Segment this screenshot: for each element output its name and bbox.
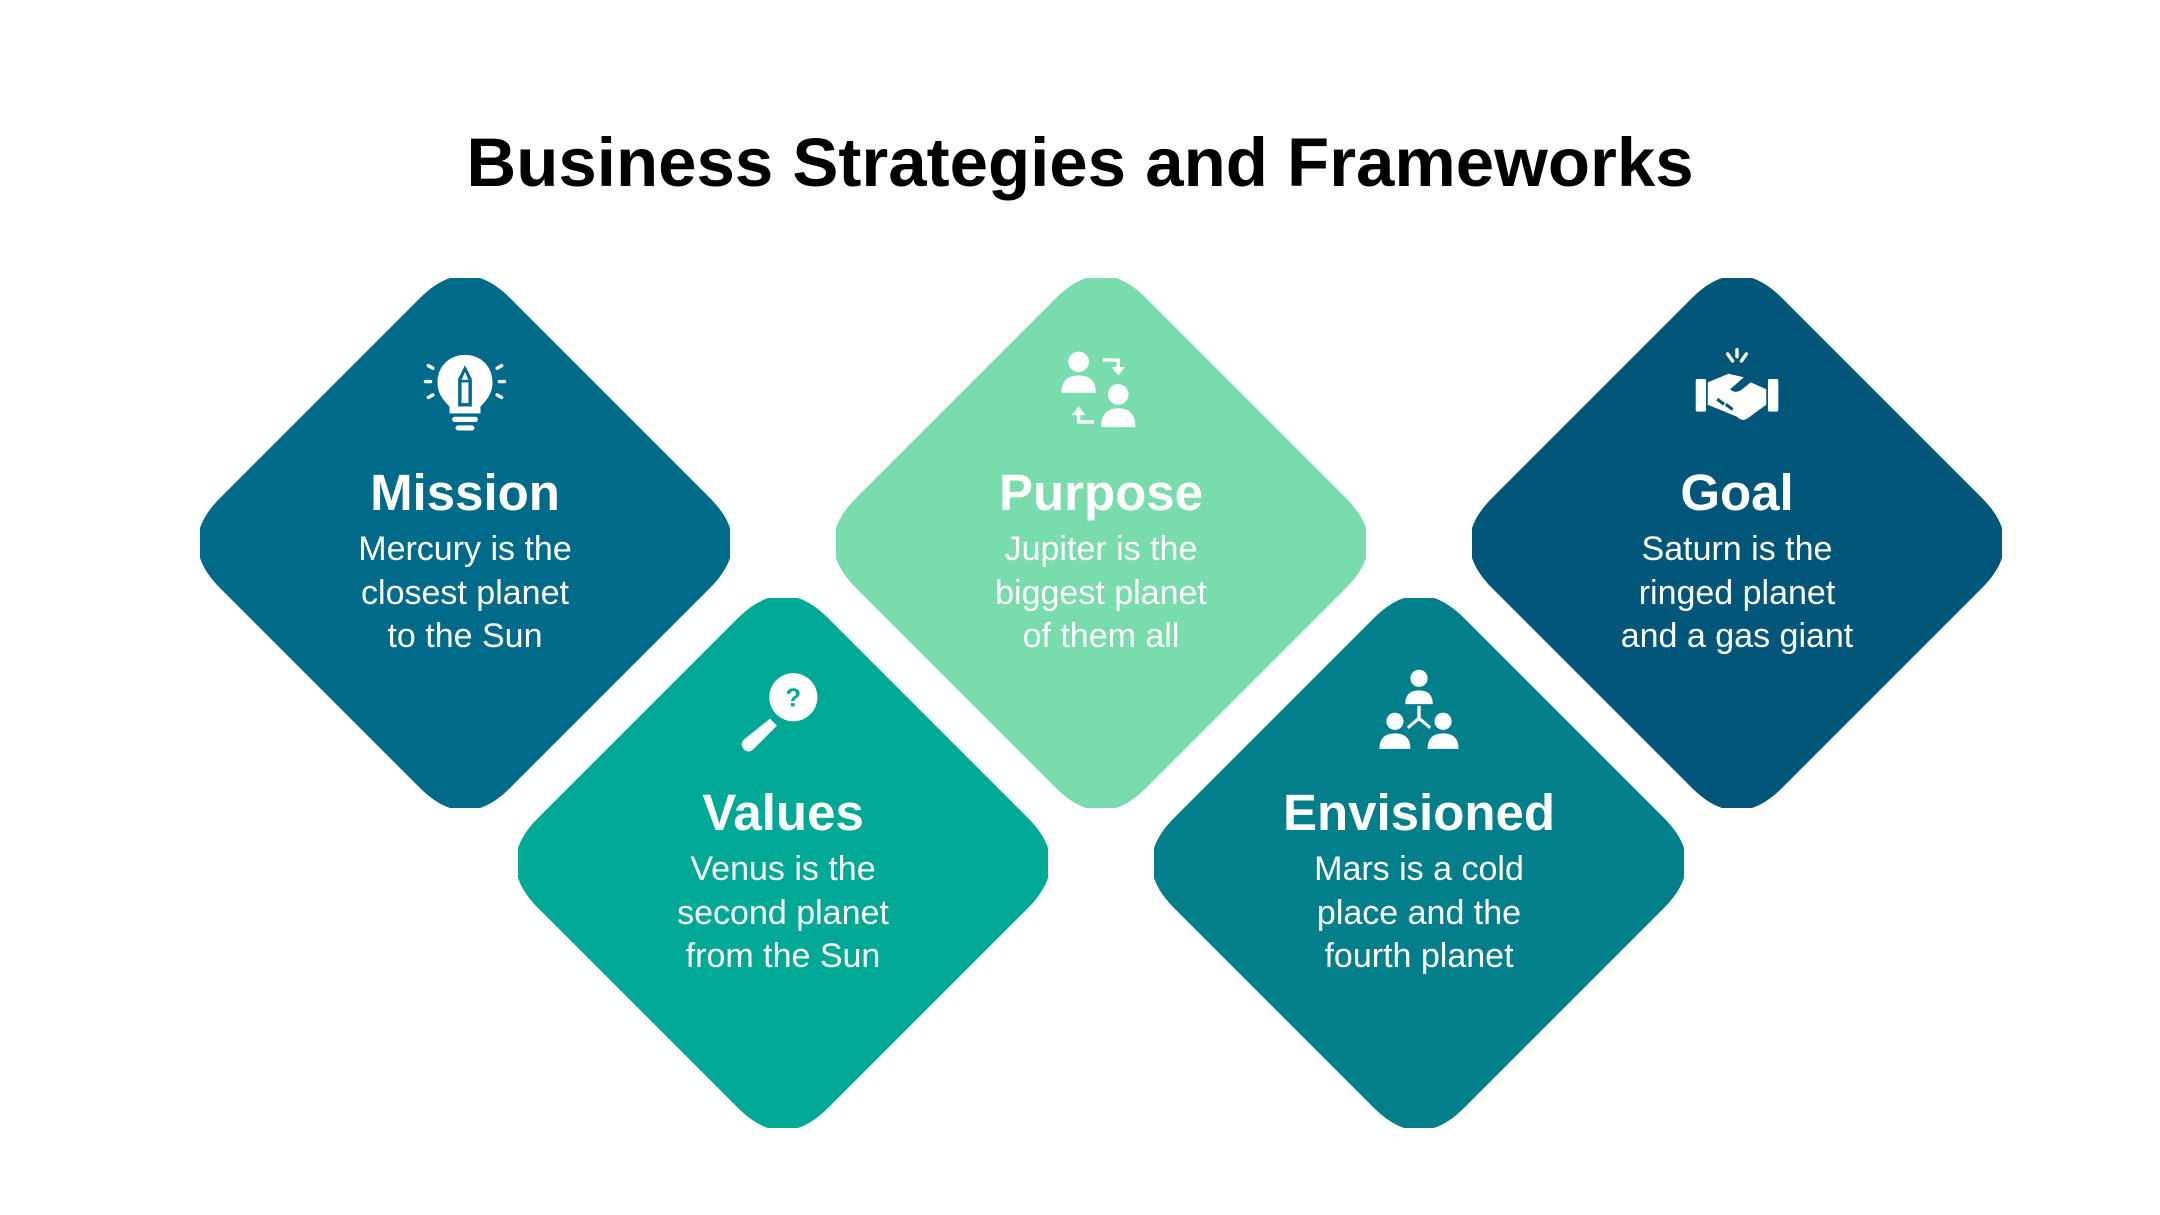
card-text-line: and a gas giant [1620, 617, 1854, 655]
card-text-line: second planet [677, 893, 889, 932]
card-text-line: Jupiter is the [1004, 530, 1198, 568]
diamond-shape-values [518, 598, 1048, 1128]
card-text-line: fourth planet [1324, 937, 1514, 975]
card-content-values: ? Values Venus is the second planet from… [518, 598, 1048, 1128]
card-text-line: closest planet [361, 573, 569, 612]
slide-title: Business Strategies and Frameworks [466, 124, 1694, 201]
card-title-values: Values [702, 784, 864, 841]
card-text-goal: Saturn is the ringed planet and a gas gi… [1472, 528, 2002, 659]
card-text-line: biggest planet [995, 573, 1207, 612]
svg-text:?: ? [785, 685, 801, 713]
card-text-envisioned: Mars is a cold place and the fourth plan… [1154, 848, 1684, 979]
card-envisioned: Envisioned Mars is a cold place and the … [1154, 598, 1684, 1128]
people-exchange-icon [1061, 351, 1136, 428]
card-title-goal: Goal [1680, 464, 1794, 521]
card-title-envisioned: Envisioned [1282, 784, 1556, 841]
card-text-line: from the Sun [685, 937, 881, 975]
card-text-line: to the Sun [387, 617, 543, 655]
card-text-line: ringed planet [1638, 573, 1836, 612]
card-values: ? Values Venus is the second planet from… [518, 598, 1048, 1128]
card-text-line: of them all [1022, 617, 1180, 655]
diamond-shape-goal [1472, 278, 2002, 808]
card-text-line: Saturn is the [1641, 530, 1833, 568]
diamond-shape-purpose [836, 278, 1366, 808]
card-content-envisioned: Envisioned Mars is a cold place and the … [1154, 598, 1684, 1128]
team-hierarchy-icon [1379, 669, 1459, 749]
card-text-line: place and the [1316, 893, 1522, 932]
card-text-mission: Mercury is the closest planet to the Sun [200, 528, 730, 659]
card-content-purpose: Purpose Jupiter is the biggest planet of… [836, 278, 1366, 808]
handshake-icon [1695, 348, 1779, 420]
card-content-mission: Mission Mercury is the closest planet to… [200, 278, 730, 808]
card-mission: Mission Mercury is the closest planet to… [200, 278, 730, 808]
card-text-values: Venus is the second planet from the Sun [518, 848, 1048, 979]
card-goal: Goal Saturn is the ringed planet and a g… [1472, 278, 2002, 808]
diamond-shape-envisioned [1154, 598, 1684, 1128]
card-text-purpose: Jupiter is the biggest planet of them al… [836, 528, 1366, 659]
card-content-goal: Goal Saturn is the ringed planet and a g… [1472, 278, 2002, 808]
card-purpose: Purpose Jupiter is the biggest planet of… [836, 278, 1366, 808]
card-text-line: Venus is the [690, 850, 876, 888]
magnifier-question-icon: ? [741, 673, 818, 752]
lightbulb-pencil-icon [423, 354, 507, 431]
card-title-mission: Mission [370, 464, 560, 521]
card-text-line: Mars is a cold [1314, 850, 1524, 888]
diamond-shape-mission [200, 278, 730, 808]
card-title-purpose: Purpose [998, 464, 1204, 521]
card-text-line: Mercury is the [358, 530, 572, 568]
